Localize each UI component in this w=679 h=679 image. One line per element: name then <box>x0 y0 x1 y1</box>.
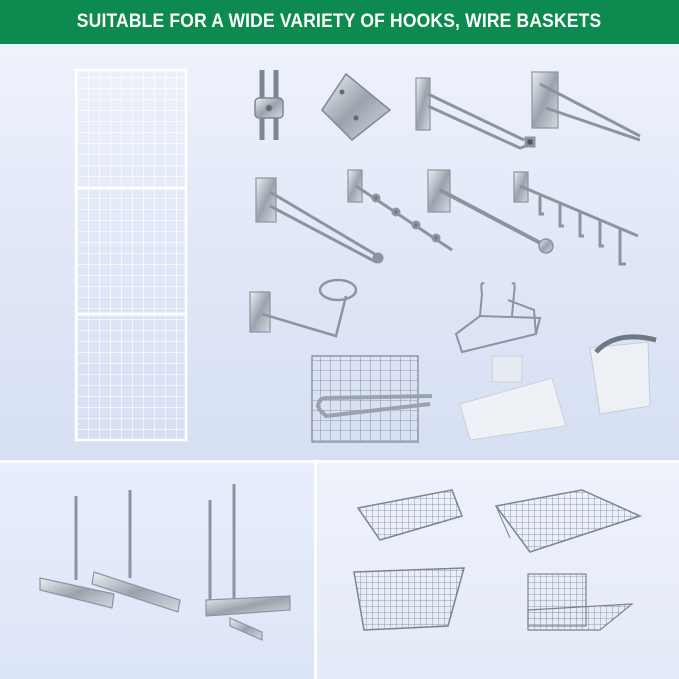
tbase-panel <box>0 463 314 679</box>
wire-baskets <box>353 489 643 631</box>
straight-arm-hook <box>427 169 554 254</box>
gridwall-panel <box>74 68 188 442</box>
single-prong-hook <box>415 77 536 150</box>
wire-stand <box>454 282 542 354</box>
divider-vertical <box>314 463 317 679</box>
acrylic-sign-clip <box>589 334 657 415</box>
hat-ring-hook <box>249 278 358 338</box>
pole-connector <box>254 70 284 140</box>
t-base-legs <box>39 484 291 641</box>
faceout-hook-ball <box>255 177 384 264</box>
gridwall-hangrail <box>311 355 433 443</box>
double-prong-hook <box>531 71 641 142</box>
divider-horizontal <box>0 460 679 463</box>
title-banner: SUITABLE FOR A WIDE VARIETY OF HOOKS, WI… <box>0 0 679 44</box>
waterfall-hook <box>347 169 453 252</box>
wall-bracket <box>321 72 392 142</box>
shelf-sign-holder <box>459 355 567 441</box>
banner-title: SUITABLE FOR A WIDE VARIETY OF HOOKS, WI… <box>77 11 602 32</box>
multi-hook-bar <box>513 171 639 266</box>
